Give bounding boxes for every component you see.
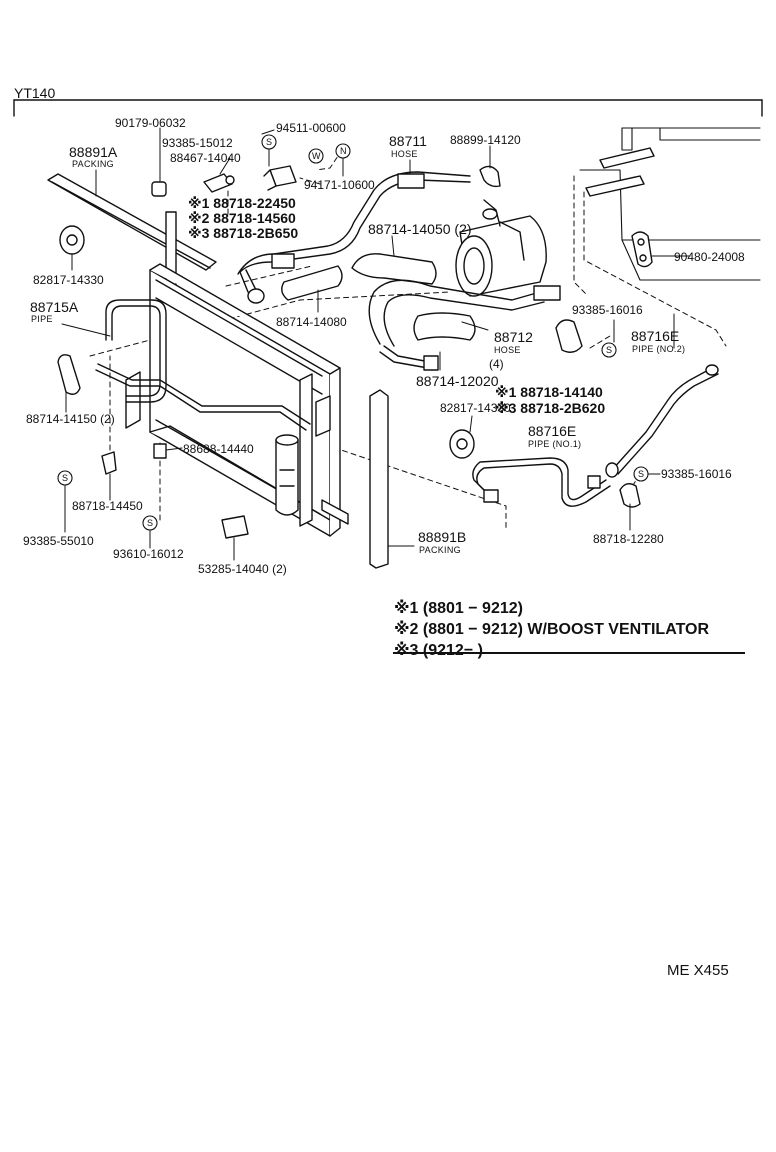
bracket-88688: [153, 443, 167, 459]
leader-lines: [61, 127, 691, 561]
part-label-88711: 88711: [389, 133, 427, 149]
hose-88711: [237, 171, 471, 304]
applicability-legend: ※1 (8801 − 9212) ※2 (8801 − 9212) W/BOOS…: [394, 598, 709, 661]
pipe-88715a: [95, 299, 311, 431]
part-label-90480-24008: 90480-24008: [674, 250, 745, 264]
hose-sleeve-88714-14080: [281, 265, 343, 301]
part-label-88718-2b650: ※3 88718-2B650: [188, 225, 299, 241]
part-label-93385-16016-a: 93385-16016: [572, 303, 643, 317]
engine-body-outline: [579, 127, 761, 281]
bracket-82817-b: [449, 429, 475, 459]
part-label-94171-10600: 94171-10600: [304, 178, 375, 192]
part-label-88716e-no2: 88716E: [631, 328, 680, 344]
part-label-88714-12020: 88714-12020: [416, 373, 499, 389]
part-label-82817-14330-b: 82817-14330: [440, 401, 511, 415]
part-label-88716e-no1: 88716E: [528, 423, 577, 439]
symbol-circles: [57, 134, 649, 531]
legend-row-3: ※3 (9212− ): [394, 642, 483, 659]
condenser-side-tank: [125, 371, 349, 527]
part-sublabel-88891a: PACKING: [72, 159, 114, 169]
n-mark: N: [340, 146, 347, 156]
liquid-line-88714-12020: [379, 345, 439, 371]
bolt-53285: [221, 515, 249, 539]
part-label-88718-12280: 88718-12280: [593, 532, 664, 546]
page-frame: [13, 99, 763, 117]
part-label-93385-55010: 93385-55010: [23, 534, 94, 548]
pipe-88716e-no2: [605, 364, 719, 478]
legend-underline: [393, 652, 745, 654]
fitting-90179: [151, 181, 167, 197]
part-label-88718-2b620: ※3 88718-2B620: [495, 400, 606, 416]
clamp-88718-14450: [101, 451, 117, 475]
part-label-88899-14120: 88899-14120: [450, 133, 521, 147]
grommet-90480: [631, 231, 653, 268]
hose-88712: [368, 279, 561, 347]
part-label-88891b: 88891B: [418, 529, 467, 545]
s-mark: S: [62, 473, 69, 483]
part-sublabel-88711: HOSE: [391, 149, 418, 159]
part-label-82817-14330-a: 82817-14330: [33, 273, 104, 287]
part-label-88712: 88712: [494, 329, 533, 345]
engine-pipe-fittings: [585, 147, 655, 197]
clamp-88718-14140: [555, 319, 583, 353]
s-mark: S: [147, 518, 154, 528]
part-label-90179-06032: 90179-06032: [115, 116, 186, 130]
part-label-88714-14150: 88714-14150 (2): [26, 412, 115, 426]
part-sublabel-88712: HOSE: [494, 345, 521, 355]
s-mark: S: [606, 345, 613, 355]
clamp-88714-14150: [57, 354, 81, 395]
fitting-94511: [263, 165, 297, 191]
part-sublabel-88891b: PACKING: [419, 545, 461, 555]
part-label-53285-14040: 53285-14040 (2): [198, 562, 287, 576]
legend-row-1: ※1 (8801 − 9212): [394, 600, 523, 617]
part-label-88715a: 88715A: [30, 299, 79, 315]
part-sublabel-88715a: PIPE: [31, 314, 53, 324]
packing-88891b: [369, 389, 389, 569]
part-label-88467-14040: 88467-14040: [170, 151, 241, 165]
s-mark: S: [638, 469, 645, 479]
bracket-82817-a: [59, 225, 85, 255]
clamp-88718-12280: [619, 483, 641, 508]
part-label-88891a: 88891A: [69, 144, 118, 160]
clamp-88899: [479, 165, 501, 188]
part-label-88714-14080: 88714-14080: [276, 315, 347, 329]
receiver-dryer: [275, 434, 299, 516]
compressor: [455, 199, 547, 297]
part-label-88718-22450: ※1 88718-22450: [188, 195, 296, 211]
part-sublabel-88716e-no2: PIPE (NO.2): [632, 344, 686, 354]
switch-88467: [203, 173, 235, 193]
part-sublabel-88716e-no1: PIPE (NO.1): [528, 439, 582, 449]
part-label-93385-16016-b: 93385-16016: [661, 467, 732, 481]
figure-code: ME X455: [667, 962, 729, 979]
part-label-94511-00600: 94511-00600: [276, 121, 346, 135]
legend-row-2: ※2 (8801 − 9212) W/BOOST VENTILATOR: [394, 621, 710, 638]
part-label-93610-16012: 93610-16012: [113, 547, 184, 561]
part-label-88688-14440: 88688-14440: [183, 442, 254, 456]
s-mark: S: [266, 137, 273, 147]
part-label-88718-14450: 88718-14450: [72, 499, 143, 513]
part-label-88718-14140: ※1 88718-14140: [495, 384, 603, 400]
part-label-88714-14050: 88714-14050 (2): [368, 221, 472, 237]
part-label-93385-15012: 93385-15012: [162, 136, 233, 150]
page-code: YT140: [14, 85, 56, 101]
pipe-88716e-no1: [472, 457, 611, 507]
part-label-88718-14560: ※2 88718-14560: [188, 210, 296, 226]
w-mark: W: [312, 151, 321, 161]
part-qty-88712: (4): [489, 357, 504, 371]
hose-sleeve-88714-14050: [351, 253, 437, 285]
